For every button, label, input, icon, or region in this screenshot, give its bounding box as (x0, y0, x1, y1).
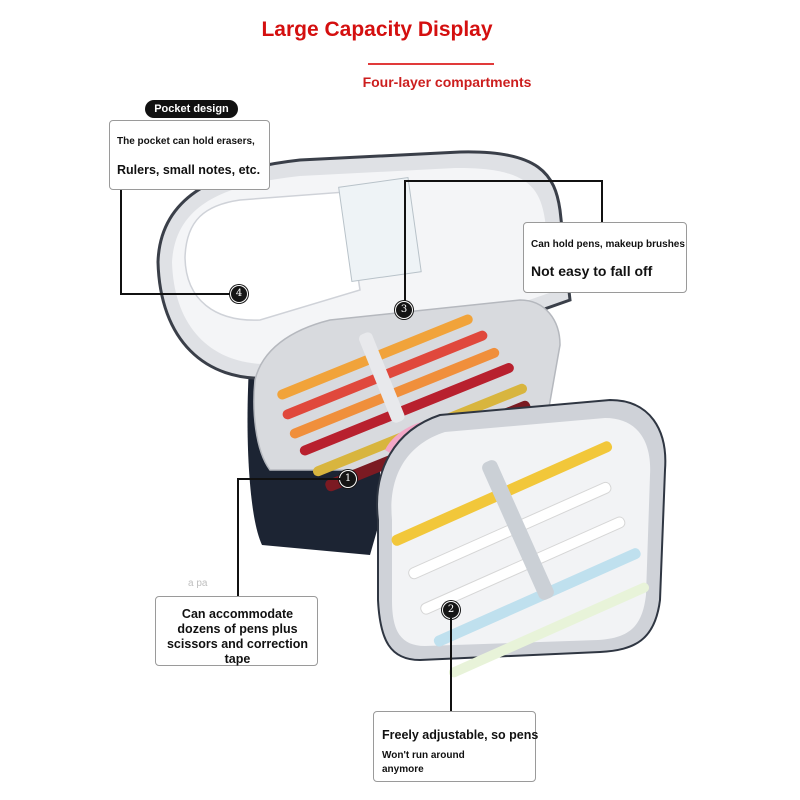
watermark-fragment: a pa (188, 578, 208, 589)
pocket-callout-line2: Rulers, small notes, etc. (117, 163, 261, 177)
pens-callout-line2: Not easy to fall off (531, 263, 653, 279)
pocket-leader-vertical (120, 190, 122, 294)
pocket-callout: The pocket can hold erasers, Rulers, sma… (109, 120, 270, 190)
dozens-leader-vertical (237, 478, 239, 596)
marker-3: 3 (396, 302, 412, 318)
pocket-design-tag: Pocket design (145, 100, 238, 118)
marker-1: 1 (340, 471, 356, 487)
adjustable-leader (450, 618, 452, 711)
dozens-leader-horizontal (237, 478, 341, 480)
adjustable-callout-line1: Freely adjustable, so pens (382, 728, 539, 742)
pocket-leader-horizontal (120, 293, 232, 295)
dozens-callout-text: Can accommodate dozens of pens plus scis… (166, 607, 309, 666)
flap-strap (482, 460, 554, 600)
pocket-callout-line1: The pocket can hold erasers, (117, 136, 255, 147)
pens-leader-down (404, 180, 406, 302)
dozens-callout: Can accommodate dozens of pens plus scis… (155, 596, 318, 666)
title-underline (368, 63, 494, 65)
marker-4: 4 (231, 286, 247, 302)
pens-leader-top (404, 180, 602, 182)
pens-leader-right (601, 180, 603, 222)
adjustable-callout-line2: Won't run around anymore (382, 750, 465, 775)
marker-2: 2 (443, 602, 459, 618)
page-subtitle: Four-layer compartments (362, 74, 532, 90)
lid-pocket (184, 191, 361, 321)
ruler (338, 177, 422, 282)
pens-callout-line1: Can hold pens, makeup brushes (531, 239, 685, 250)
page-title: Large Capacity Display (261, 18, 493, 41)
adjustable-callout: Freely adjustable, so pens Won't run aro… (373, 711, 539, 782)
pens-callout: Can hold pens, makeup brushes Not easy t… (523, 222, 687, 293)
